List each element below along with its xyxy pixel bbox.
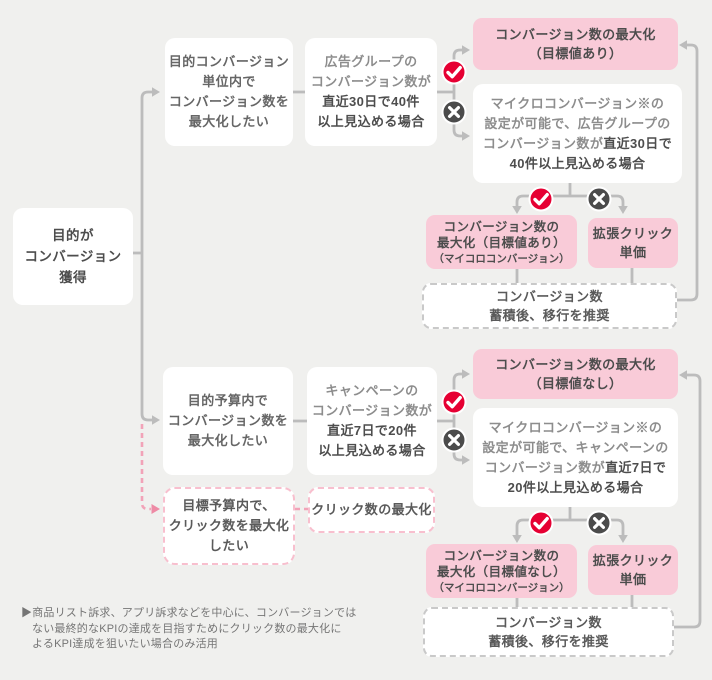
- cross-icon: [585, 509, 613, 537]
- text-line: 目的コンバージョン: [168, 54, 290, 69]
- text-line: 最大化（目標値あり）: [436, 236, 566, 250]
- node-note-accumulate-lower: コンバージョン数 蓄積後、移行を推奨: [423, 607, 674, 657]
- text-line: 直近7日で20件: [327, 423, 417, 438]
- text-line: マイクロコンバージョン※の: [488, 419, 663, 435]
- text-line: コンバージョン数の最大化: [495, 27, 656, 42]
- node-enhanced-cpc-lower: 拡張クリック 単価: [588, 545, 678, 595]
- text-line: 目的が: [52, 228, 94, 243]
- text-line: コンバージョン: [24, 249, 122, 264]
- text-line: したい: [208, 538, 250, 553]
- text-line: コンバージョン数: [495, 615, 602, 630]
- node-goal-budget: 目的予算内で コンバージョン数を 最大化したい: [163, 367, 293, 475]
- text-line: コンバージョン数の最大化: [495, 357, 656, 372]
- text-line: コンバージョン数が直近30日で: [482, 135, 673, 151]
- cross-icon: [440, 98, 468, 126]
- text-line: 単価: [619, 245, 647, 260]
- text-line: 蓄積後、移行を推奨: [489, 308, 610, 323]
- text-line: 設定が可能で、キャンペーンの: [482, 439, 669, 455]
- node-max-conversions-no-target: コンバージョン数の最大化 （目標値なし）: [473, 349, 678, 399]
- node-goal-conversion-unit: 目的コンバージョン 単位内で コンバージョン数を 最大化したい: [165, 38, 293, 146]
- node-goal-clicks-budget: 目標予算内で、 クリック数を最大化 したい: [163, 487, 295, 565]
- footnote-line: ない最終的なKPIの達成を目指すためにクリック数の最大化に: [32, 622, 342, 635]
- text-line: クリック数を最大化: [168, 518, 290, 533]
- cross-icon: [585, 185, 613, 213]
- footnote-line: ▶商品リスト訴求、アプリ訴求などを中心に、コンバージョンでは: [21, 607, 357, 619]
- text-line: コンバージョン数: [496, 289, 603, 304]
- node-max-conversions-no-target-micro: コンバージョン数の 最大化（目標値なし） （マイコロコンバージョン）: [426, 544, 577, 598]
- text-line: コンバージョン数が: [311, 403, 433, 418]
- cross-icon: [440, 426, 468, 454]
- text-line: 単位内で: [202, 74, 256, 89]
- footnote-line: よるKPI達成を狙いたい場合のみ活用: [32, 638, 218, 650]
- check-icon: [440, 58, 468, 86]
- text-line: コンバージョン数を: [167, 413, 289, 428]
- text-line: 以上見込める場合: [317, 114, 425, 129]
- node-condition-campaign: キャンペーンの コンバージョン数が 直近7日で20件 以上見込める場合: [307, 367, 437, 475]
- text-line: 最大化したい: [187, 433, 269, 448]
- check-icon: [527, 509, 555, 537]
- check-icon: [440, 388, 468, 416]
- text-line: （目標値なし）: [528, 376, 623, 391]
- text-line: 以上見込める場合: [318, 443, 426, 458]
- footnote: ▶商品リスト訴求、アプリ訴求などを中心に、コンバージョンでは ない最終的なKPI…: [21, 606, 373, 653]
- text-line: 20件以上見込める場合: [507, 479, 644, 495]
- node-condition-micro-adgroup: マイクロコンバージョン※の 設定が可能で、広告グループの コンバージョン数が直近…: [473, 84, 682, 183]
- text-line: 目標予算内で、: [182, 498, 276, 513]
- text-line: 最大化したい: [188, 114, 270, 129]
- text-line: 拡張クリック: [592, 553, 674, 568]
- text-line: （マイコロコンバージョン）: [433, 581, 570, 594]
- text-line: 獲得: [59, 270, 87, 285]
- text-line: 直近30日で40件: [322, 94, 420, 109]
- text-line: 蓄積後、移行を推奨: [488, 634, 609, 649]
- text-line: 40件以上見込める場合: [509, 155, 646, 171]
- node-condition-adgroup: 広告グループの コンバージョン数が 直近30日で40件 以上見込める場合: [305, 38, 437, 146]
- node-enhanced-cpc-upper: 拡張クリック 単価: [588, 218, 678, 268]
- text-line: マイクロコンバージョン※の: [490, 95, 665, 111]
- text-line: 拡張クリック: [592, 226, 674, 241]
- text-line: コンバージョン数を: [168, 94, 290, 109]
- node-condition-micro-campaign: マイクロコンバージョン※の 設定が可能で、キャンペーンの コンバージョン数が直近…: [473, 408, 678, 507]
- text-line: コンバージョン数が: [310, 74, 432, 89]
- node-max-conversions-with-target-micro: コンバージョン数の 最大化（目標値あり） （マイコロコンバージョン）: [426, 215, 577, 269]
- node-max-clicks: クリック数の最大化: [308, 487, 435, 533]
- node-note-accumulate-upper: コンバージョン数 蓄積後、移行を推奨: [422, 283, 677, 329]
- node-purpose-conversion: 目的が コンバージョン 獲得: [13, 208, 133, 305]
- text-line: 最大化（目標値なし）: [436, 565, 566, 579]
- text-line: 単価: [619, 572, 647, 587]
- text-line: コンバージョン数が直近7日で: [484, 459, 667, 475]
- text-line: コンバージョン数の: [443, 548, 560, 563]
- text-line: 設定が可能で、広告グループの: [484, 115, 671, 131]
- text-line: 目的予算内で: [187, 393, 269, 408]
- text-line: （マイコロコンバージョン）: [433, 252, 570, 265]
- node-max-conversions-with-target: コンバージョン数の最大化 （目標値あり）: [473, 18, 678, 70]
- text-line: 広告グループの: [324, 54, 418, 69]
- text-line: キャンペーンの: [325, 383, 419, 398]
- text-line: （目標値あり）: [528, 46, 623, 61]
- text-line: コンバージョン数の: [443, 219, 560, 234]
- text-line: クリック数の最大化: [311, 502, 432, 517]
- check-icon: [527, 185, 555, 213]
